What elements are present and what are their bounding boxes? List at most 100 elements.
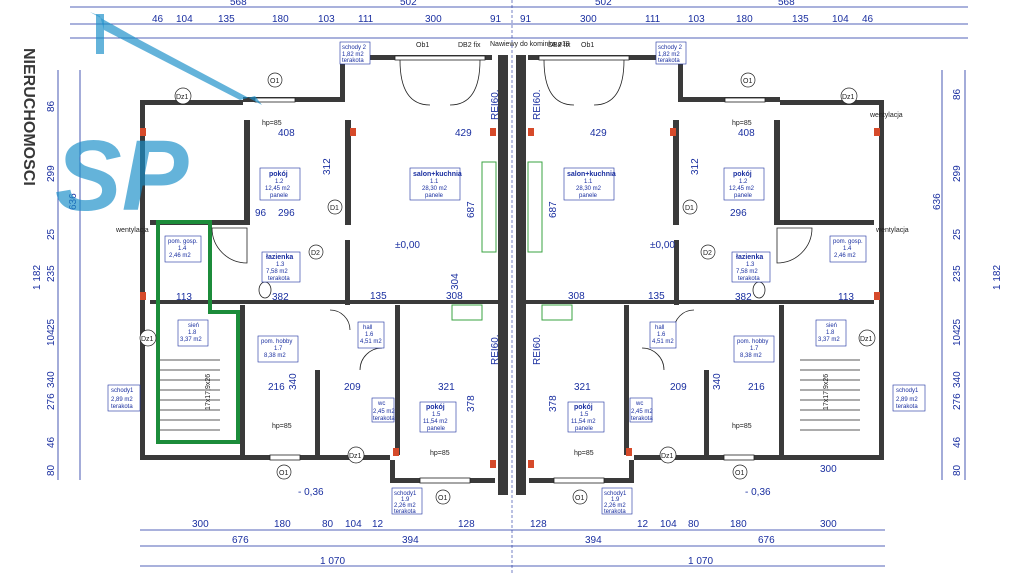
- right-dim-total: 1 182: [992, 265, 1003, 290]
- level-out-right: - 0,36: [745, 487, 771, 498]
- top-dim-3: 502: [595, 0, 612, 8]
- inner-dim-296-right: 296: [730, 208, 747, 219]
- ventilation-right-top: wentylacja: [869, 112, 903, 119]
- bottom-dim-r1-10: 80: [688, 519, 700, 530]
- room-lazienka-right-area: 7,58 m2: [736, 269, 758, 275]
- room-hall-right-name: hall: [655, 325, 664, 331]
- inner-dim-378-right: 378: [548, 395, 559, 412]
- room-pokoj12-right-area: 12,45 m2: [729, 186, 755, 192]
- chimney-note: Nawiewy do kominka ø18: [490, 41, 570, 48]
- room-hobby-left-num: 1.7: [274, 346, 283, 352]
- room-wc-right-area: 2,45 m2: [631, 409, 653, 415]
- top-dim-r2-10: 300: [580, 14, 597, 25]
- stairs-label-right: 17x17,9x26: [823, 374, 830, 410]
- room-gosp-left-num: 1.4: [178, 246, 187, 252]
- room-salon-right-name: salon+kuchnia: [567, 171, 616, 178]
- room-lazienka-left-finish: terakota: [268, 276, 290, 282]
- room-hobby-right-name: pom. hobby: [737, 339, 768, 345]
- room-hall-left-area: 4,51 m2: [360, 339, 382, 345]
- room-schody19-right-num: 1.9: [611, 497, 620, 503]
- bottom-dim-r1-4: 104: [345, 519, 362, 530]
- inner-dim-304-left: 304: [450, 273, 461, 290]
- logo-vertical-text: NIERUCHOMOSCI: [20, 48, 37, 186]
- room-gosp-right-num: 1.4: [843, 246, 852, 252]
- window-tag-o1-3: O1: [279, 470, 288, 477]
- room-salon-right-area: 28,30 m2: [576, 186, 602, 192]
- bottom-dimension-lines: [140, 529, 885, 567]
- inner-dim-429-right: 429: [590, 128, 607, 139]
- top-dimension-lines: [70, 0, 968, 574]
- top-dim-r2-13: 180: [736, 14, 753, 25]
- side-dimension-lines: [57, 70, 966, 480]
- bottom-dim-r1-1: 300: [192, 519, 209, 530]
- room-wc-left-area: 2,45 m2: [373, 409, 395, 415]
- inner-dim-216-left: 216: [268, 382, 285, 393]
- windows: [254, 55, 766, 484]
- logo-sp-letters: SP: [55, 120, 189, 232]
- room-schody2-left-finish: terakota: [342, 58, 364, 64]
- room-wc-right-finish: terakota: [631, 416, 653, 422]
- inner-dim-382-left: 382: [272, 292, 289, 303]
- top-dim-r2-11: 111: [645, 14, 661, 25]
- room-sien-right-area: 3,37 m2: [818, 337, 840, 343]
- window-tag-o1-2: O1: [743, 78, 752, 85]
- bottom-dim-r1-9: 104: [660, 519, 677, 530]
- room-schody19-left-name: schody1: [394, 491, 417, 497]
- kitchen-fixtures: [451, 161, 573, 321]
- room-gosp-left-area: 2,46 m2: [169, 253, 191, 259]
- inner-dim-135-left: 135: [370, 291, 387, 302]
- room-pokoj15-right-num: 1.5: [580, 412, 589, 418]
- company-logo: SP NIERUCHOMOSCI: [20, 12, 262, 232]
- bottom-dim-right-300: 300: [820, 464, 837, 475]
- room-pokoj15-left-name: pokój: [426, 404, 445, 411]
- bottom-dim-r1-3: 80: [322, 519, 334, 530]
- hp-label-4: hp=85: [732, 423, 752, 430]
- ventilation-left: wentylacja: [115, 227, 149, 234]
- room-gosp-right-name: pom. gosp.: [833, 239, 863, 245]
- inner-dim-321-right: 321: [574, 382, 591, 393]
- room-hall-right-num: 1.6: [657, 332, 666, 338]
- room-hall-right-area: 4,51 m2: [652, 339, 674, 345]
- room-pokoj15-left-area: 11,54 m2: [423, 419, 448, 425]
- left-dim-636: 636: [68, 193, 79, 210]
- right-dim-3: 25: [952, 228, 963, 240]
- room-gosp-left-name: pom. gosp.: [168, 239, 198, 245]
- top-dim-r2-8: 91: [490, 14, 502, 25]
- left-dim-9: 46: [46, 436, 57, 448]
- room-pokoj15-left-num: 1.5: [432, 412, 441, 418]
- top-dim-1: 568: [230, 0, 247, 8]
- room-sien-right-num: 1.8: [826, 330, 835, 336]
- room-salon-left-area: 28,30 m2: [422, 186, 448, 192]
- bottom-dim-r3-1: 1 070: [320, 556, 345, 567]
- hp-label-6: hp=85: [574, 450, 594, 457]
- room-pokoj15-right-finish: panele: [575, 426, 594, 432]
- inner-dim-408-right: 408: [738, 128, 755, 139]
- room-schody19-left-num: 1.9: [401, 497, 410, 503]
- door-tag-dz1-left3: Dz1: [349, 453, 362, 460]
- staircases: [160, 359, 860, 431]
- firewall-label-3: REI60.: [490, 334, 501, 365]
- right-dim-1: 86: [952, 88, 963, 100]
- room-sien-left-area: 3,37 m2: [180, 337, 202, 343]
- room-schody19-right-finish: terakota: [604, 509, 626, 515]
- bottom-dim-r2-3: 394: [585, 535, 602, 546]
- inner-dim-135-right: 135: [648, 291, 665, 302]
- room-sien-left-num: 1.8: [188, 330, 197, 336]
- window-tag-o1-5: O1: [438, 495, 447, 502]
- room-salon-right-num: 1.1: [584, 179, 593, 185]
- room-pokoj12-right-name: pokój: [733, 171, 752, 178]
- room-lazienka-right-num: 1.3: [746, 262, 755, 268]
- tag-circles: [139, 72, 876, 505]
- inner-dim-378-left: 378: [466, 395, 477, 412]
- inner-dim-687-left: 687: [466, 201, 477, 218]
- room-gosp-right-area: 2,46 m2: [834, 253, 856, 259]
- bottom-dim-r1-8: 12: [637, 519, 649, 530]
- inner-dim-96-left: 96: [255, 208, 267, 219]
- window-tag-o1-1: O1: [270, 78, 279, 85]
- right-dim-2: 299: [952, 165, 963, 182]
- door-tag-d2-right: D2: [703, 250, 712, 257]
- top-dim-r2-7: 300: [425, 14, 442, 25]
- door-tag-dz1-left: Dz1: [176, 94, 189, 101]
- window-tag-db2-right: DB2 fix: [548, 42, 571, 49]
- right-dim-8: 276: [952, 393, 963, 410]
